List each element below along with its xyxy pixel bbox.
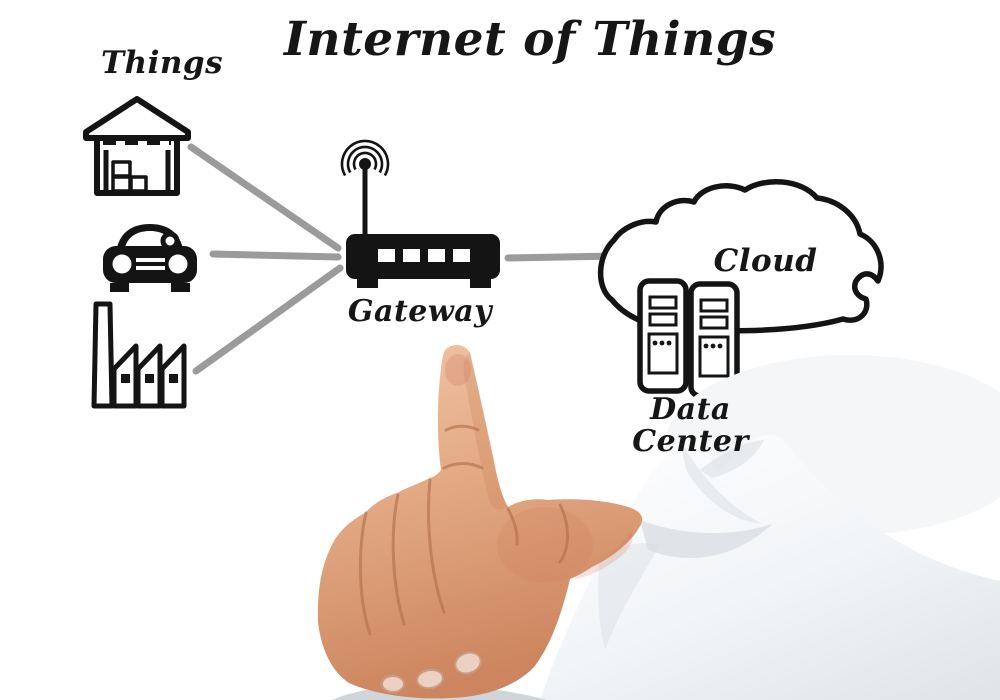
- diagram-title: Internet of Things: [283, 12, 777, 67]
- connector-car-gateway: [209, 250, 342, 261]
- shirt-sleeve: [332, 355, 1000, 700]
- data-center-label-line2: Center: [632, 424, 749, 460]
- warehouse-icon: [83, 96, 191, 196]
- car-icon: [103, 224, 197, 292]
- data-center-label: Data Center: [608, 392, 773, 460]
- server-rack-2: [688, 281, 740, 399]
- connector-factory-gateway: [192, 264, 344, 375]
- server-racks-icon: [637, 278, 740, 399]
- connector-lines: [187, 143, 620, 375]
- wifi-router-icon: [340, 139, 500, 288]
- factory-icon: [91, 301, 187, 409]
- cloud-label: Cloud: [713, 243, 818, 279]
- data-center-label-line1: Data: [650, 392, 731, 427]
- pointing-hand: [317, 345, 643, 699]
- wifi-antenna-icon: [340, 139, 390, 238]
- server-rack-1: [637, 278, 689, 394]
- connector-gateway-cloud: [504, 252, 620, 262]
- connector-warehouse-gateway: [187, 143, 342, 252]
- things-label: Things: [100, 45, 224, 81]
- gateway-label: Gateway: [347, 294, 493, 329]
